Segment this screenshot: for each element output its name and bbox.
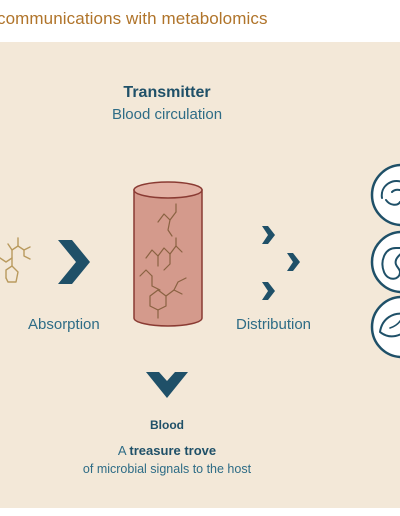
absorption-label: Absorption xyxy=(28,316,100,333)
chevron-right-icon xyxy=(287,253,300,271)
page-title: communications with metabolomics xyxy=(0,9,268,28)
bottom-band xyxy=(0,508,400,516)
transmitter-subtitle: Blood circulation xyxy=(111,106,223,123)
transmitter-title: Transmitter xyxy=(123,84,211,101)
distribution-arrows xyxy=(262,226,300,300)
brain-organ-icon xyxy=(370,163,400,227)
kidney-organ-icon xyxy=(370,230,400,294)
distribution-label: Distribution xyxy=(236,316,312,333)
treasure-trove-caption: A treasure trove xyxy=(0,443,334,458)
chevron-down-icon xyxy=(146,372,188,398)
treasure-trove-emphasis: treasure trove xyxy=(129,443,217,458)
blood-cylinder xyxy=(133,181,203,327)
blood-label: Blood xyxy=(150,418,184,432)
chevron-right-icon xyxy=(262,282,275,300)
header-bar: communications with metabolomics xyxy=(0,0,400,42)
treasure-prefix: A xyxy=(117,443,130,458)
liver-organ-icon xyxy=(370,295,400,359)
chevron-right-icon xyxy=(262,226,275,244)
molecule-icon xyxy=(0,237,31,283)
microbial-signals-caption: of microbial signals to the host xyxy=(82,462,252,476)
chevron-right-icon xyxy=(58,240,90,284)
